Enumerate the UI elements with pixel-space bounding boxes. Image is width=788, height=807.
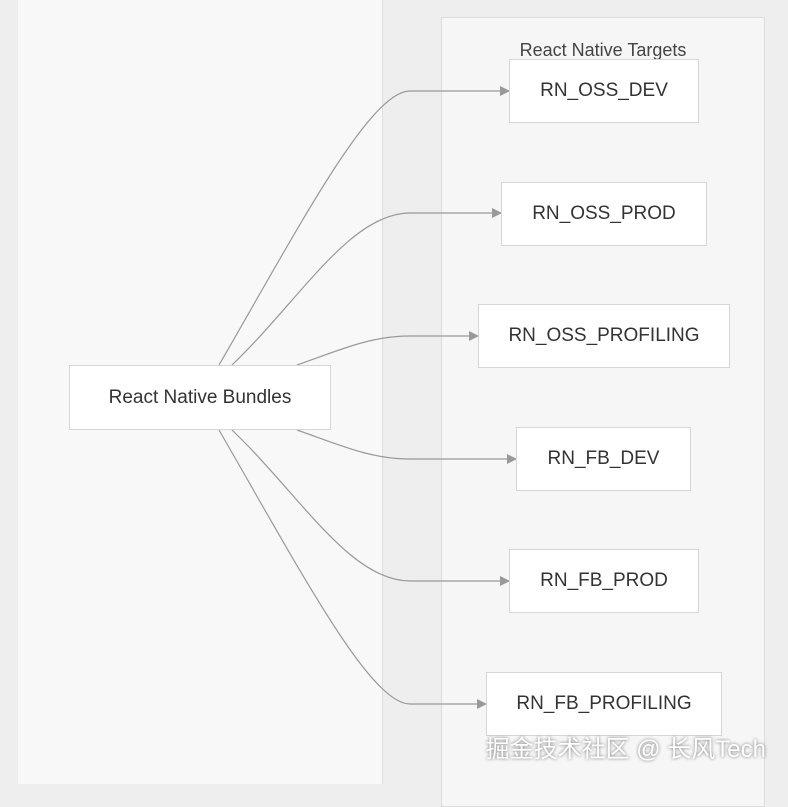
node-rn-oss-prod[interactable]: RN_OSS_PROD — [501, 182, 707, 246]
edge-to-rn-oss-prod — [231, 208, 502, 366]
edges-layer — [218, 86, 517, 709]
edge-to-rn-fb-profiling — [218, 429, 487, 709]
node-rn-oss-dev[interactable]: RN_OSS_DEV — [509, 59, 699, 123]
node-rn-fb-prod[interactable]: RN_FB_PROD — [509, 549, 699, 613]
node-rn-fb-profiling[interactable]: RN_FB_PROFILING — [486, 672, 722, 736]
edge-to-rn-oss-dev — [218, 86, 510, 366]
watermark: 掘金技术社区 @ 长风Tech — [485, 736, 766, 763]
node-rn-fb-dev[interactable]: RN_FB_DEV — [516, 427, 691, 491]
node-rn-oss-profiling[interactable]: RN_OSS_PROFILING — [478, 304, 730, 368]
node-react-native-bundles[interactable]: React Native Bundles — [69, 365, 331, 430]
edge-to-rn-fb-prod — [231, 429, 510, 586]
edge-to-rn-oss-profiling — [296, 331, 479, 366]
cluster-title: React Native Targets — [519, 40, 687, 60]
edge-to-rn-fb-dev — [296, 429, 517, 464]
